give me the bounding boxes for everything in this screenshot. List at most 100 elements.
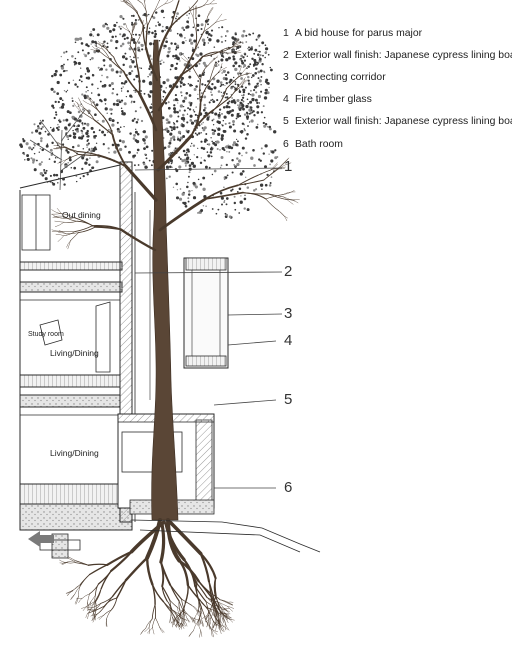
legend-label: Fire timber glass [295,94,372,106]
branch-stroke [217,611,220,621]
leaf-speck [241,34,245,38]
leaf-speck [209,151,213,154]
leaf-speck [240,60,244,63]
branch-stroke [65,590,73,594]
leaf-speck [99,80,102,83]
leaf-speck [28,146,32,150]
leaf-speck [65,118,69,122]
branch-stroke [56,141,65,148]
leaf-speck [86,146,88,148]
leaf-speck [226,110,230,114]
leaf-speck [233,76,235,79]
leaf-speck [189,83,193,87]
leaf-speck [164,91,167,94]
leaf-speck [121,109,124,113]
branch-stroke [76,102,82,112]
leaf-speck [269,66,271,69]
branch-stroke [220,612,229,619]
leaf-speck [89,97,92,100]
callout-1: 1 [284,158,293,175]
leaf-speck [96,33,100,37]
leaf-speck [85,86,88,89]
leaf-speck [148,13,150,16]
branch-stroke [63,146,79,152]
leaf-speck [74,128,77,131]
leaf-speck [245,176,247,178]
branch-stroke [151,583,165,603]
leaf-speck [139,106,142,109]
leaf-speck [197,14,201,17]
leaf-speck [174,147,177,150]
branch-stroke [119,228,157,252]
leaf-speck [206,143,209,145]
branch-stroke [207,613,210,622]
branch-stroke [74,225,93,233]
leaf-speck [188,171,191,174]
leaf-speck [167,47,171,50]
leaf-speck [81,156,85,160]
leaf-speck [72,79,75,82]
callout-6: 6 [284,479,293,496]
branch-stroke [181,622,182,630]
leaf-speck [142,130,146,134]
leaf-speck [41,119,44,122]
leaf-speck [93,50,97,54]
leaf-speck [137,57,139,59]
leaf-speck [202,176,206,180]
leaf-speck [91,83,94,86]
leaf-speck [84,161,88,165]
leaf-speck [242,29,246,33]
leaf-speck [71,145,75,149]
leaf-speck [258,44,261,47]
branch-stroke [282,190,295,195]
leaf-speck [192,144,196,147]
leaf-speck [177,102,179,104]
leaf-speck [259,159,262,162]
leaf-speck [193,110,196,113]
leaf-speck [175,17,177,20]
leaf-speck [147,30,151,34]
leaf-speck [226,96,229,99]
branch-stroke [61,561,68,564]
leaf-speck [61,99,64,102]
leaf-speck [53,72,57,77]
branch-stroke [89,583,99,595]
leaf-speck [251,97,255,102]
leaf-speck [197,97,199,100]
branch-stroke [201,620,204,627]
branch-stroke [201,615,208,620]
branch-stroke [85,610,90,618]
callout-3: 3 [284,305,293,322]
branch-stroke [57,235,64,242]
branch-stroke [78,226,96,234]
branch-stroke [94,603,102,610]
leaf-speck [101,130,105,134]
leaf-speck [81,132,83,134]
branch-stroke [111,133,127,168]
branch-stroke [132,22,135,33]
leaf-speck [111,119,115,123]
branch-stroke [57,159,67,164]
leaf-speck [254,71,258,75]
branch-stroke [89,601,96,612]
branch-stroke [194,585,207,602]
branch-stroke [240,78,245,88]
branch-stroke [154,0,160,12]
legend-label: Exterior wall finish: Japanese cypress l… [295,116,512,128]
branch-stroke [143,0,145,3]
leaf-speck [184,161,188,165]
leaf-speck [255,91,258,94]
leaf-speck [170,129,173,132]
leaf-speck [173,107,176,111]
leaf-speck [159,62,162,65]
leaf-speck [268,184,272,187]
leaf-speck [121,42,125,46]
leaf-speck [213,169,217,173]
leaf-speck [97,119,99,122]
leaf-speck [200,28,203,30]
branch-stroke [278,210,288,219]
branch-stroke [65,562,76,564]
callout-5: 5 [284,391,293,408]
leaf-speck [151,31,154,35]
leaf-speck [22,139,26,143]
